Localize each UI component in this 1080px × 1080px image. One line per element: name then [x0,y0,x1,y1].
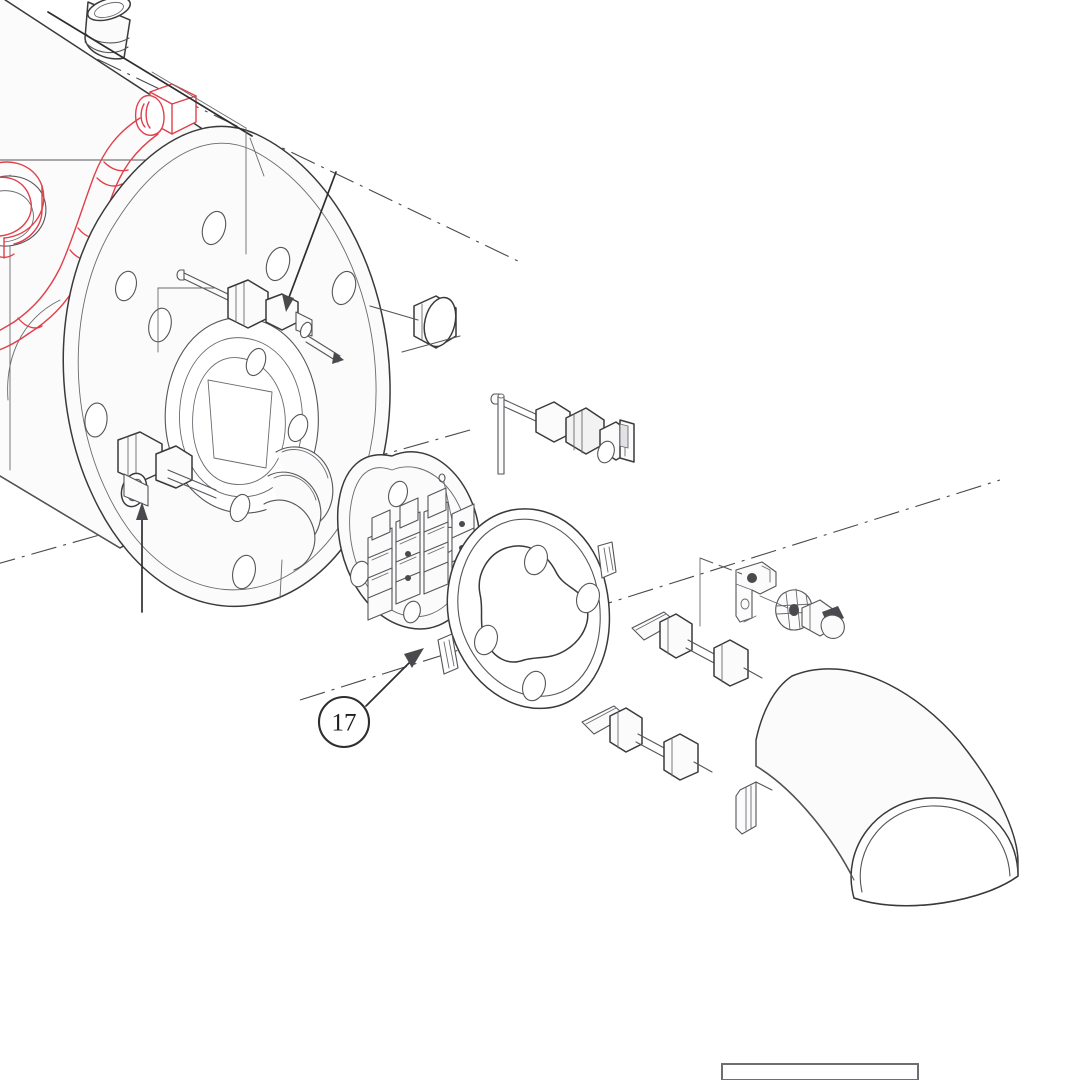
bushing-top [84,0,131,60]
title-block-frame [721,1063,919,1080]
hex-bolt-2 [713,639,763,687]
leader-flange-upperleft [47,11,253,137]
hex-bolt-3 [581,705,669,759]
mounting-bracket [735,561,777,623]
shaft-collar-lower [117,431,217,613]
bracket-leaders [699,557,789,627]
balloon-17-circle[interactable] [317,695,371,749]
set-screw [801,599,845,639]
hex-bolt-4 [663,733,713,781]
leader-flange-top [282,171,337,312]
balloon-17-arrowhead [404,648,424,668]
block-boss [0,175,47,247]
shaft-seal-collar [164,317,319,523]
hex-plug [369,295,461,353]
clutch-hub-bosses [263,446,334,571]
phantom-box-upper [151,71,247,255]
balloon-17-leader [365,657,415,707]
phantom-box-mid [157,287,215,353]
dome-cover [735,668,1019,907]
gasket-plate [437,508,617,710]
balloon-17[interactable]: 17 [317,648,424,749]
sensor-switch [490,393,635,475]
title-block [721,1063,919,1080]
hex-bolt-1 [631,611,719,665]
balloon-17-number: 17 [332,710,357,737]
